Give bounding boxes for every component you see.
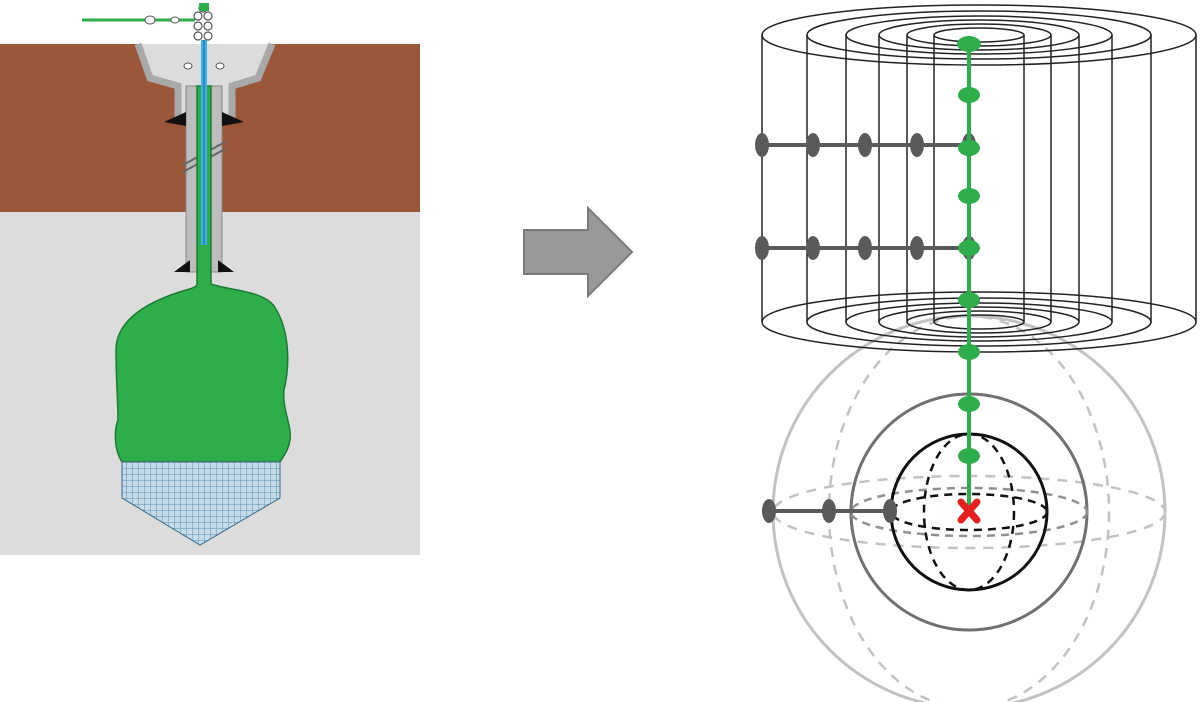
dark-node-rows (755, 133, 976, 523)
dark-node (910, 133, 924, 157)
packer-lower (174, 260, 190, 272)
source-x-marker (957, 498, 981, 524)
dark-node (858, 236, 872, 260)
sphere-middle-equator (849, 486, 1089, 538)
dark-node (883, 499, 897, 523)
dark-node (755, 133, 769, 157)
dark-node (806, 133, 820, 157)
green-node (958, 292, 980, 308)
dark-node (762, 499, 776, 523)
right-arrow (523, 205, 634, 299)
green-node (958, 448, 980, 464)
dark-node (755, 236, 769, 260)
green-node (957, 36, 981, 52)
packer-upper (164, 112, 186, 126)
green-node (958, 344, 980, 360)
green-node (958, 240, 980, 256)
packer-lower (218, 260, 234, 272)
packer-upper (222, 112, 244, 126)
dark-node-row (762, 499, 897, 523)
sphere-inner-equator (889, 492, 1049, 532)
cylinder-shells (761, 4, 1197, 353)
dark-node (858, 133, 872, 157)
numerical-model (755, 4, 1197, 702)
dark-node (806, 236, 820, 260)
green-node (958, 396, 980, 412)
borehole-cross-section (0, 3, 420, 555)
dark-node-row (755, 133, 976, 157)
dark-node (822, 499, 836, 523)
dark-node-row (755, 236, 976, 260)
green-node-column (957, 36, 981, 510)
feed-connectors (144, 15, 225, 70)
cable-head (199, 3, 209, 11)
mesh-tip (121, 461, 281, 546)
dark-node (910, 236, 924, 260)
green-node (958, 87, 980, 103)
green-node (958, 140, 980, 156)
pit-liner (134, 42, 276, 118)
green-node (958, 188, 980, 204)
